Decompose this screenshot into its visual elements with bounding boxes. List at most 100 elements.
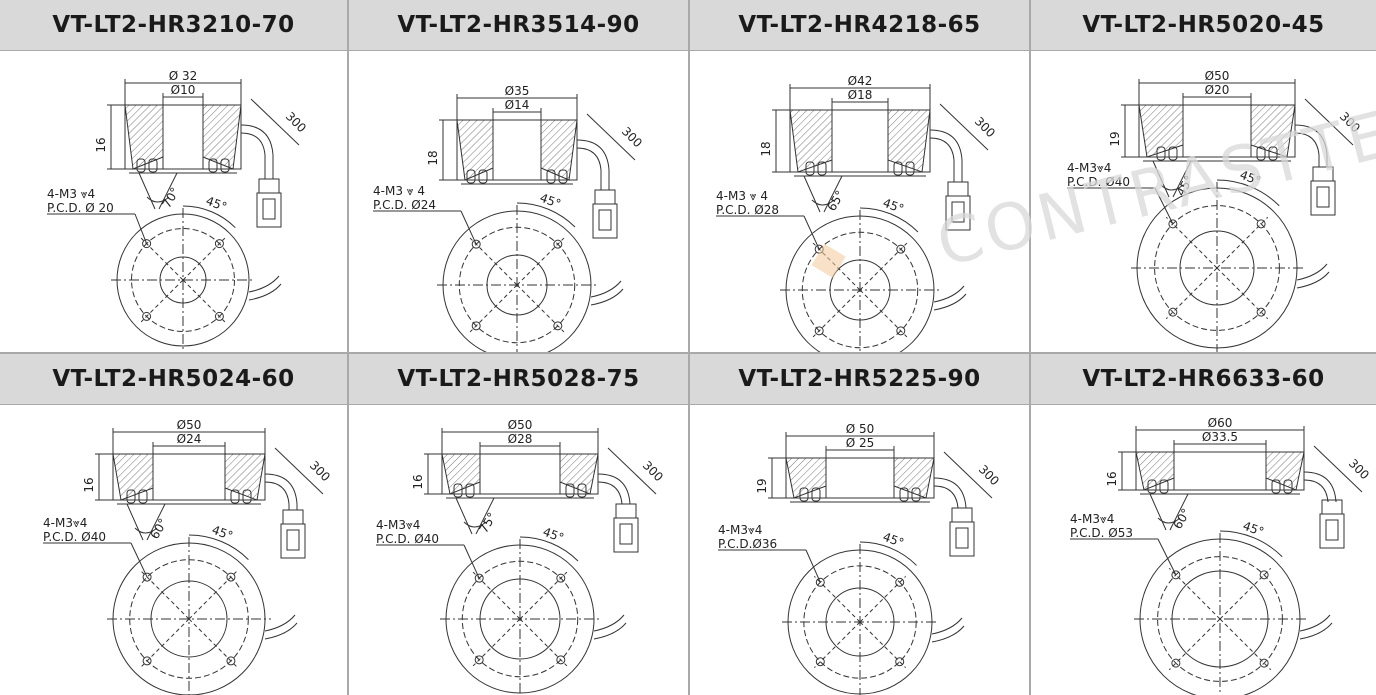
- model-title: VT-LT2-HR4218-65: [690, 0, 1029, 50]
- beam-angle-label: 75°: [476, 510, 499, 535]
- beam-angle-label: 70°: [159, 185, 182, 210]
- connector-plug: [280, 523, 306, 559]
- connector-body: [258, 178, 280, 194]
- mount-hole: [1259, 570, 1269, 580]
- cable: [576, 147, 602, 190]
- cable-exit: [264, 614, 296, 632]
- outer-diameter-label: Ø42: [848, 74, 873, 88]
- diag-centerline: [859, 575, 907, 623]
- drawing-group: [376, 428, 657, 695]
- diag-centerline: [140, 279, 184, 323]
- rotation-arc: [519, 536, 579, 562]
- rotation-angle-label: 45°: [881, 196, 906, 216]
- diag-centerline: [1168, 567, 1221, 620]
- model-title: VT-LT2-HR5225-90: [690, 354, 1029, 404]
- mount-hole: [471, 321, 481, 331]
- outer-diameter-label: Ø 32: [169, 69, 198, 83]
- mount-hole: [226, 656, 236, 666]
- cable: [597, 481, 623, 505]
- led-lens: [1168, 146, 1178, 161]
- connector-body: [282, 509, 304, 525]
- height-label: 19: [1108, 131, 1122, 146]
- drawing-group: [373, 94, 636, 352]
- mount-hole: [1171, 570, 1181, 580]
- header-divider: [0, 404, 1376, 405]
- leader-line: [134, 213, 148, 244]
- diag-centerline: [519, 618, 568, 667]
- rotation-arc: [1216, 179, 1280, 207]
- thread-spec-label: 4-M3 ⩔ 4: [373, 184, 425, 198]
- cable: [1294, 132, 1320, 167]
- led-lens: [799, 487, 809, 502]
- rotation-arc: [859, 207, 919, 233]
- height-label: 16: [1105, 471, 1119, 486]
- angle-lines: [1149, 493, 1189, 531]
- led-lens: [1271, 479, 1281, 494]
- dim-cable: [1313, 445, 1363, 493]
- outer-diameter-label: Ø50: [508, 418, 533, 432]
- cable-exit: [590, 288, 624, 306]
- inner-diameter-label: Ø14: [505, 98, 530, 112]
- cable-length-label: 300: [640, 458, 666, 484]
- grid-divider: [688, 0, 690, 695]
- cable-exit: [1296, 263, 1328, 281]
- mount-hole: [1168, 219, 1178, 229]
- cable-exit: [1299, 622, 1333, 640]
- diag-centerline: [516, 237, 565, 286]
- led-lens: [1147, 479, 1157, 494]
- dim-cable: [607, 447, 657, 495]
- diag-centerline: [812, 289, 861, 338]
- leader-line: [803, 215, 820, 250]
- section-outline: [456, 119, 578, 181]
- cable: [1294, 124, 1328, 167]
- diag-centerline: [813, 621, 861, 669]
- height-label: 18: [759, 141, 773, 156]
- cable-length-label: 300: [972, 114, 998, 140]
- led-lens: [905, 161, 915, 176]
- angle-arc: [1160, 184, 1184, 191]
- angle-lines: [1152, 160, 1192, 198]
- led-lens: [577, 483, 587, 498]
- connector-body: [615, 503, 637, 519]
- rotation-arc: [188, 534, 249, 560]
- connector-plug: [945, 195, 971, 231]
- cable: [929, 137, 955, 182]
- rotation-arc: [182, 205, 236, 229]
- led-lens: [1283, 479, 1293, 494]
- cable-length-label: 300: [283, 109, 309, 135]
- mount-hole: [471, 239, 481, 249]
- cable: [240, 132, 266, 179]
- dim-cable: [939, 103, 989, 151]
- pcd-label: P.C.D. Ø40: [1067, 175, 1130, 189]
- diag-centerline: [519, 571, 568, 620]
- mount-hole: [556, 655, 566, 665]
- model-title: VT-LT2-HR5020-45: [1031, 0, 1376, 50]
- dim-cable: [250, 98, 300, 146]
- mount-hole: [553, 321, 563, 331]
- mount-hole: [815, 577, 825, 587]
- leader-line: [805, 549, 821, 583]
- thread-spec-label: 4-M3⩔4: [376, 518, 420, 532]
- outer-diameter-label: Ø60: [1208, 416, 1233, 430]
- model-title: VT-LT2-HR5024-60: [0, 354, 347, 404]
- model-title: VT-LT2-HR5028-75: [349, 354, 688, 404]
- led-lens: [565, 483, 575, 498]
- diag-centerline: [188, 570, 238, 620]
- mount-hole: [1168, 307, 1178, 317]
- connector-body: [594, 189, 616, 205]
- led-lens: [1256, 146, 1266, 161]
- mount-hole: [895, 577, 905, 587]
- connector-plug: [256, 192, 282, 228]
- connector-pin: [262, 198, 276, 220]
- rotation-arc: [516, 202, 576, 228]
